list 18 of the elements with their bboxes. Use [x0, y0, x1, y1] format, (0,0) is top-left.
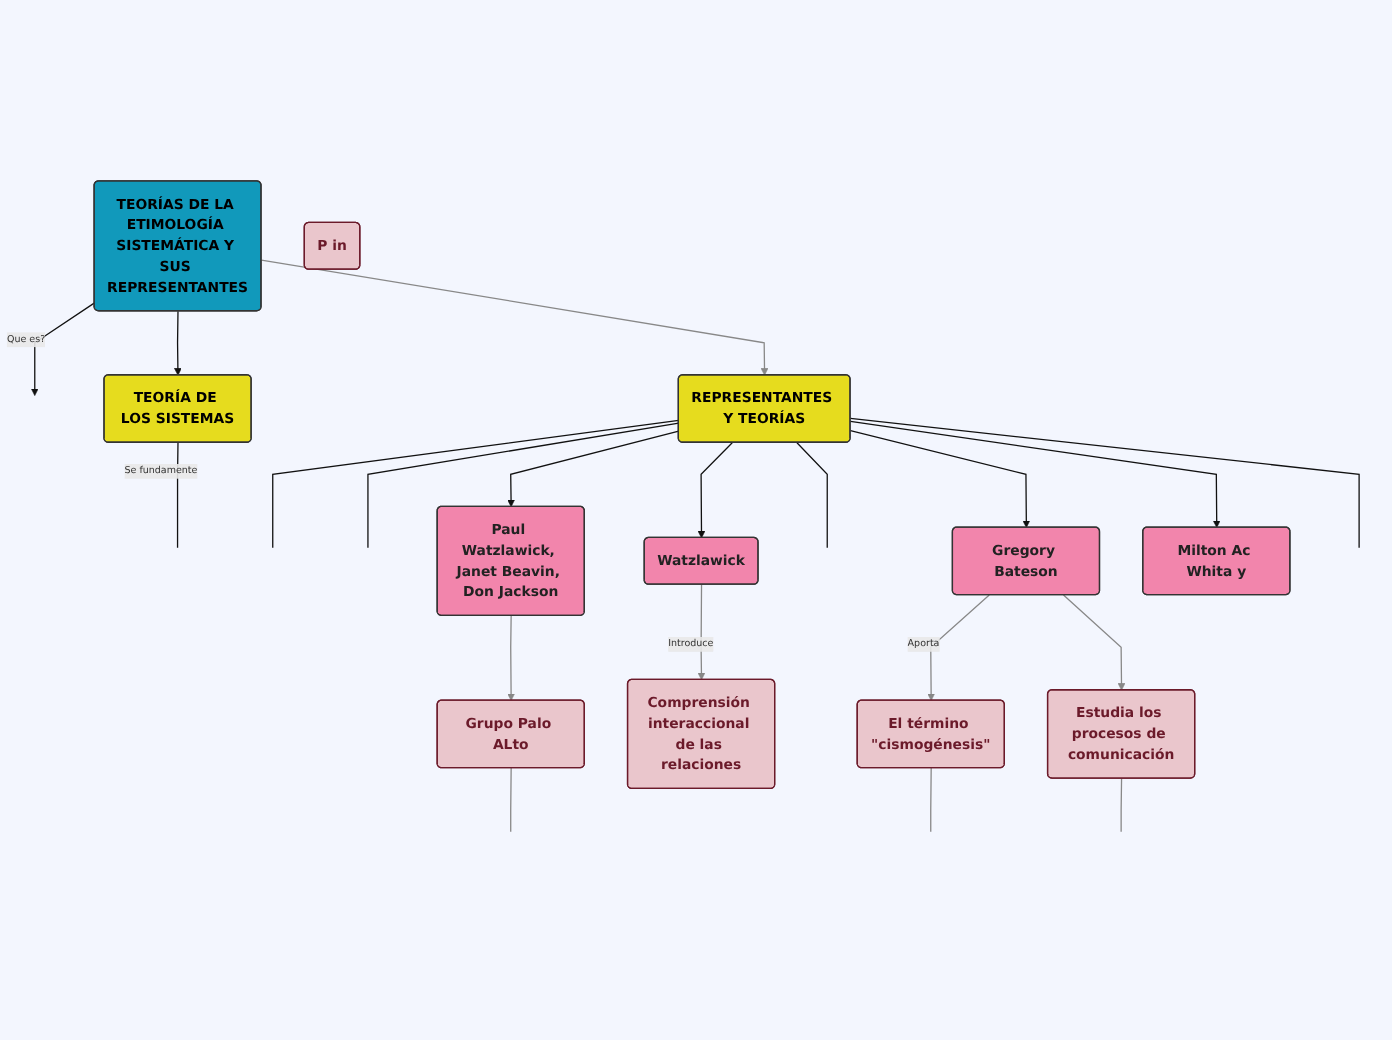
arrow	[697, 442, 733, 539]
connector-line	[510, 768, 512, 834]
arrow	[30, 302, 96, 397]
arrow	[507, 615, 515, 702]
connector-line	[367, 423, 680, 550]
arrow	[1062, 595, 1126, 692]
connector-line	[1120, 778, 1123, 834]
connector-line	[930, 768, 932, 834]
arrow	[849, 430, 1031, 529]
connector-line	[849, 418, 1360, 550]
arrow	[507, 431, 680, 508]
connector-line	[796, 442, 828, 550]
arrow	[260, 260, 769, 377]
arrow	[849, 421, 1221, 529]
connector-line	[272, 420, 680, 550]
arrow	[174, 311, 182, 377]
arrow	[697, 584, 706, 681]
arrow	[927, 595, 990, 702]
